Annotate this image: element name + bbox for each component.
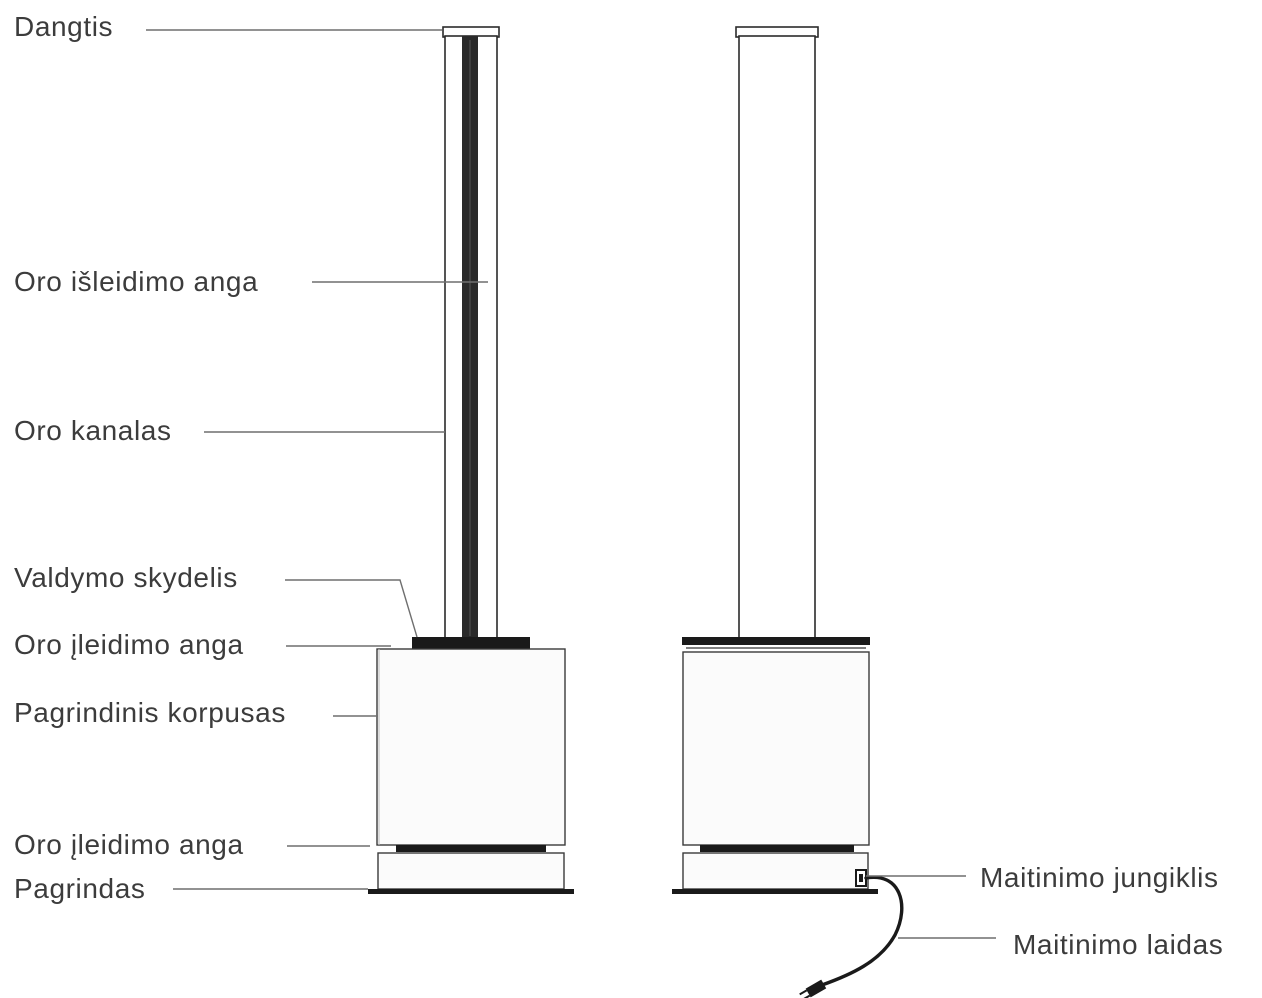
power-plug-icon [799, 979, 827, 998]
label-base: Pagrindas [14, 873, 145, 904]
leader-lines [146, 29, 996, 939]
back-lower-inlet-band [700, 845, 854, 852]
leader-control-panel [285, 579, 418, 638]
label-control-panel: Valdymo skydelis [14, 562, 238, 593]
power-switch-knob [859, 874, 863, 882]
labels: Dangtis Oro išleidimo anga Oro kanalas V… [14, 11, 1223, 960]
front-control-panel [412, 637, 530, 649]
label-air-duct: Oro kanalas [14, 415, 172, 446]
label-air-outlet: Oro išleidimo anga [14, 266, 258, 297]
front-main-body [376, 648, 566, 846]
front-lower-inlet-band [396, 845, 546, 852]
front-base [377, 852, 565, 890]
back-base-foot [672, 889, 878, 894]
label-cap: Dangtis [14, 11, 113, 42]
front-view [368, 26, 574, 894]
back-air-duct [738, 35, 816, 639]
label-main-body: Pagrindinis korpusas [14, 697, 286, 728]
back-main-body [682, 651, 870, 846]
label-power-cord: Maitinimo laidas [1013, 929, 1223, 960]
label-air-inlet-top: Oro įleidimo anga [14, 629, 244, 660]
power-cord [820, 875, 904, 987]
label-air-inlet-bottom: Oro įleidimo anga [14, 829, 244, 860]
front-base-foot [368, 889, 574, 894]
back-view [672, 26, 904, 998]
back-top-band [682, 637, 870, 645]
label-power-switch: Maitinimo jungiklis [980, 862, 1219, 893]
back-base [682, 852, 869, 890]
